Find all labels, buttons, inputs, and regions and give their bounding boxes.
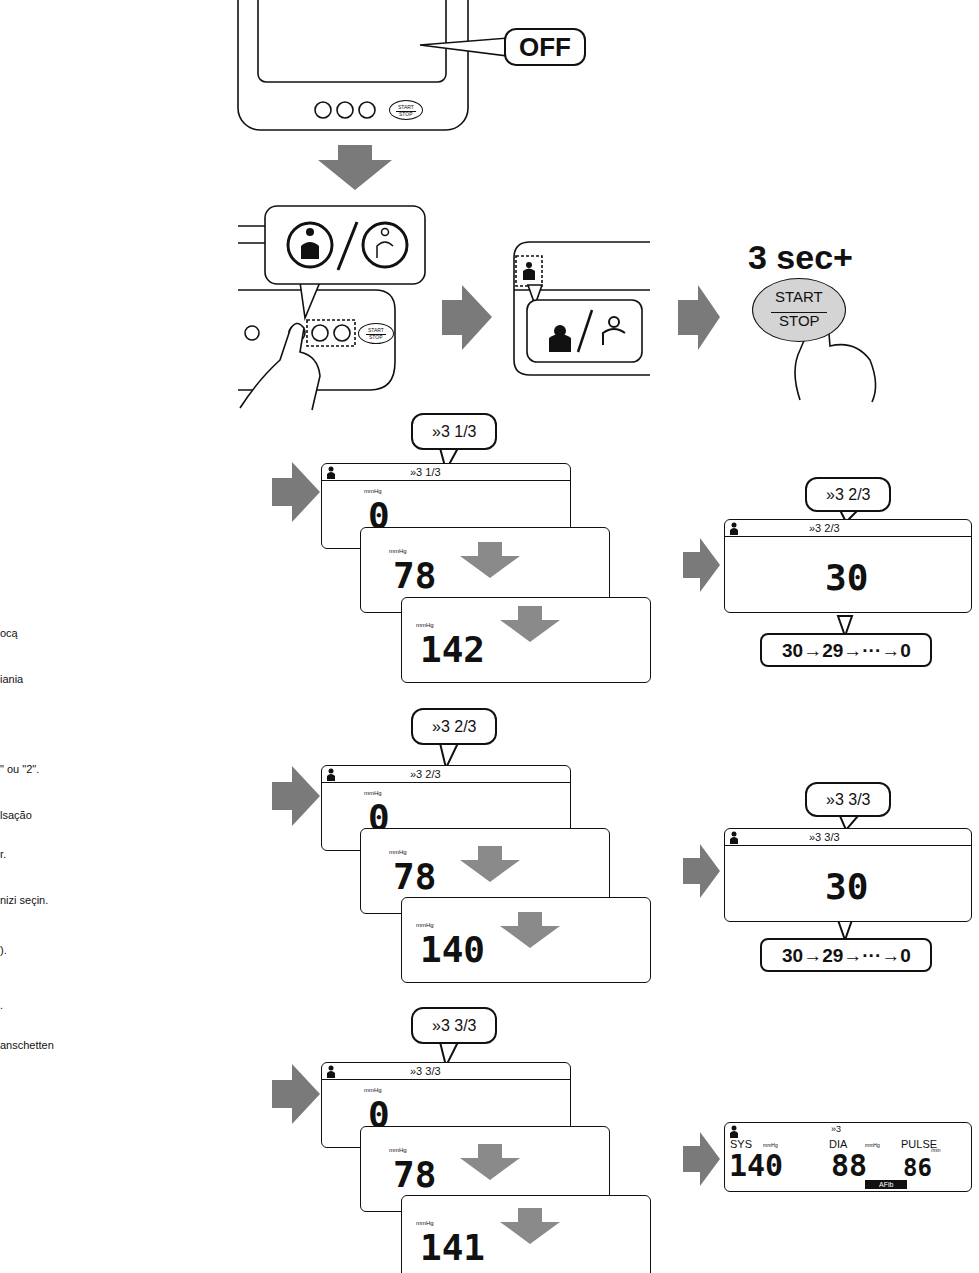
- user-icons: [288, 222, 625, 352]
- display-text: »3 3/3: [826, 792, 870, 808]
- display-text: 78: [393, 1157, 436, 1193]
- countdown-box: 30→29→···→0: [760, 938, 932, 972]
- display-text: »3 1/3: [432, 424, 476, 440]
- display-text: mmHg: [416, 622, 434, 628]
- display-text: STOP: [369, 335, 383, 340]
- user-icon: [729, 1125, 739, 1138]
- display-text: mmHg: [364, 488, 382, 494]
- display-text: 78: [393, 859, 436, 895]
- display-text: 88: [831, 1151, 867, 1181]
- screen-inset: [514, 242, 650, 375]
- display-text: 78: [393, 558, 436, 594]
- display-text: mmHg: [364, 790, 382, 796]
- user-icon: [326, 768, 336, 781]
- lcd-display: mmHg 140: [401, 897, 651, 983]
- text-fragment: ocą: [0, 628, 18, 639]
- display-text: mmHg: [865, 1143, 880, 1148]
- display-text: /min: [931, 1148, 940, 1153]
- header-rule: [725, 536, 971, 537]
- user-icon: [729, 522, 739, 535]
- display-text: OFF: [519, 34, 571, 60]
- header-rule: [725, 845, 971, 846]
- flow-arrow: [272, 145, 720, 1186]
- callout-bubble: OFF: [504, 28, 586, 66]
- start-stop-button: START STOP: [358, 323, 394, 344]
- device-housing: [238, 0, 468, 130]
- callout-bubble: »3 3/3: [411, 1007, 497, 1044]
- text-fragment: .: [0, 1000, 3, 1011]
- hand: [240, 323, 320, 410]
- display-text: 86: [903, 1156, 932, 1180]
- display-text: mmHg: [389, 1147, 407, 1153]
- display-text: 140: [729, 1151, 783, 1181]
- display-text: »3 1/3: [410, 467, 441, 478]
- text-fragment: anschetten: [0, 1040, 54, 1051]
- header-rule: [322, 480, 570, 481]
- display-text: mmHg: [389, 849, 407, 855]
- display-text: mmHg: [416, 922, 434, 928]
- display-text: mmHg: [763, 1143, 778, 1148]
- start-stop-button: START STOP: [389, 100, 423, 120]
- countdown-box: 30→29→···→0: [760, 633, 932, 667]
- display-text: »3 2/3: [410, 769, 441, 780]
- display-text: mmHg: [389, 548, 407, 554]
- icon-callout: [527, 300, 642, 362]
- device-screen: [258, 0, 446, 82]
- duration-label: 3 sec+: [748, 240, 853, 274]
- lcd-display: »3 3/3 30: [724, 828, 972, 922]
- callout-bubble: »3 2/3: [805, 477, 891, 512]
- callout-bubble: »3 3/3: [805, 782, 891, 817]
- lcd-display: »3 2/3 30: [724, 519, 972, 613]
- display-text: »3 2/3: [432, 719, 476, 735]
- lcd-display: mmHg 142: [401, 597, 651, 683]
- display-text: STOP: [779, 313, 820, 328]
- text-fragment: nizi seçin.: [0, 895, 48, 906]
- display-text: AFib: [865, 1180, 907, 1189]
- text-fragment: lsação: [0, 810, 32, 821]
- display-text: mmHg: [416, 1220, 434, 1226]
- callout-pointer: [420, 38, 508, 56]
- display-text: STOP: [399, 112, 413, 117]
- lcd-display: »3SYSmmHgDIAmmHgPULSE/min1408886AFib: [724, 1122, 972, 1192]
- display-text: »3 2/3: [826, 487, 870, 503]
- display-text: »3 3/3: [432, 1018, 476, 1034]
- display-text: 30: [825, 560, 868, 596]
- display-text: DIA: [829, 1139, 847, 1150]
- display-text: 30→29→···→0: [782, 946, 911, 965]
- text-fragment: ).: [0, 945, 7, 956]
- user-icon: [729, 831, 739, 844]
- display-text: »3 3/3: [410, 1066, 441, 1077]
- callout-pointer: [300, 282, 320, 318]
- display-text: START: [398, 105, 414, 110]
- user-icon: [326, 466, 336, 479]
- display-text: »3 2/3: [809, 523, 840, 534]
- callout-bubble: »3 1/3: [411, 413, 497, 450]
- display-text: START: [368, 328, 384, 333]
- display-text: START: [775, 289, 823, 304]
- header-rule: [322, 782, 570, 783]
- display-text: 140: [420, 932, 485, 968]
- display-text: 142: [420, 632, 485, 668]
- text-fragment: r.: [0, 849, 6, 860]
- lcd-display: mmHg 141: [401, 1195, 651, 1273]
- callout-bubble: »3 2/3: [411, 708, 497, 745]
- display-text: SYS: [730, 1139, 752, 1150]
- display-text: 30→29→···→0: [782, 641, 911, 660]
- display-text: 141: [420, 1230, 485, 1266]
- display-text: 30: [825, 869, 868, 905]
- display-text: »3 3/3: [809, 832, 840, 843]
- text-fragment: " ou "2".: [0, 764, 39, 775]
- header-rule: [322, 1079, 570, 1080]
- icon-callout: [265, 206, 425, 284]
- display-text: mmHg: [364, 1087, 382, 1093]
- user-icon: [326, 1065, 336, 1078]
- start-stop-button: START STOP: [752, 278, 846, 342]
- display-text: »3: [831, 1125, 841, 1134]
- text-fragment: iania: [0, 674, 23, 685]
